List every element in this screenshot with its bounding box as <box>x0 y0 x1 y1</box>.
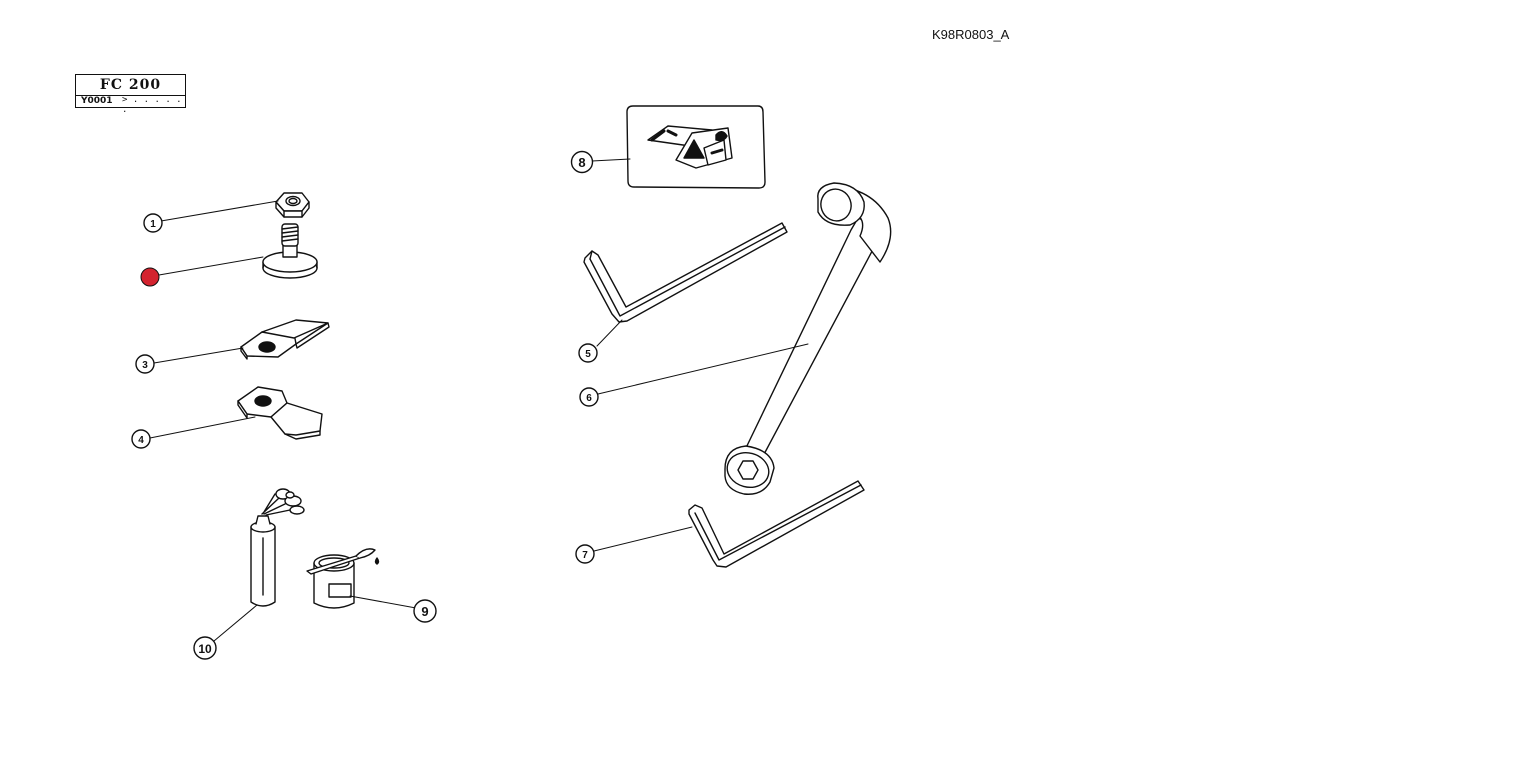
callout-4-label: 4 <box>138 435 144 446</box>
touch-up-paint-part[interactable] <box>306 548 380 609</box>
leader-lines <box>149 158 809 642</box>
decal-set-part[interactable] <box>626 105 766 189</box>
callout-2-label: 2 <box>147 273 153 284</box>
callout-4[interactable]: 4 <box>131 429 151 449</box>
callout-10[interactable]: 10 <box>193 636 217 660</box>
callout-5-label: 5 <box>585 349 591 360</box>
callout-6-label: 6 <box>586 393 592 404</box>
spray-paint-can-part[interactable] <box>250 488 305 607</box>
allen-key-part-5[interactable] <box>583 222 788 323</box>
callout-2[interactable]: 2 <box>140 267 160 287</box>
drawing-id: K98R0803_A <box>932 27 1010 42</box>
callout-6[interactable]: 6 <box>579 387 599 407</box>
blade-part-4[interactable] <box>237 386 323 440</box>
model-label-box: FC 200 Y0001 > . . . . . . <box>75 74 186 115</box>
callout-9[interactable]: 9 <box>413 599 437 623</box>
carriage-bolt-part[interactable] <box>262 223 318 279</box>
callout-7-label: 7 <box>582 550 588 561</box>
callout-8-label: 8 <box>578 155 585 170</box>
blade-part-3[interactable] <box>240 319 330 360</box>
model-serial: Y0001 <box>81 96 113 106</box>
model-serial-range: > . . . . . . <box>122 95 182 115</box>
model-title: FC 200 <box>76 76 185 96</box>
callout-8[interactable]: 8 <box>570 150 594 174</box>
callout-5[interactable]: 5 <box>578 343 598 363</box>
callout-10-label: 10 <box>198 642 212 656</box>
callout-1[interactable]: 1 <box>143 213 163 233</box>
allen-key-part-7[interactable] <box>688 480 865 568</box>
socket-wrench-part[interactable] <box>723 182 892 495</box>
callout-1-label: 1 <box>150 219 156 230</box>
callout-9-label: 9 <box>421 604 428 619</box>
callout-7[interactable]: 7 <box>575 544 595 564</box>
hex-nut-part[interactable] <box>275 192 310 218</box>
callout-3-label: 3 <box>142 360 148 371</box>
callout-3[interactable]: 3 <box>135 354 155 374</box>
